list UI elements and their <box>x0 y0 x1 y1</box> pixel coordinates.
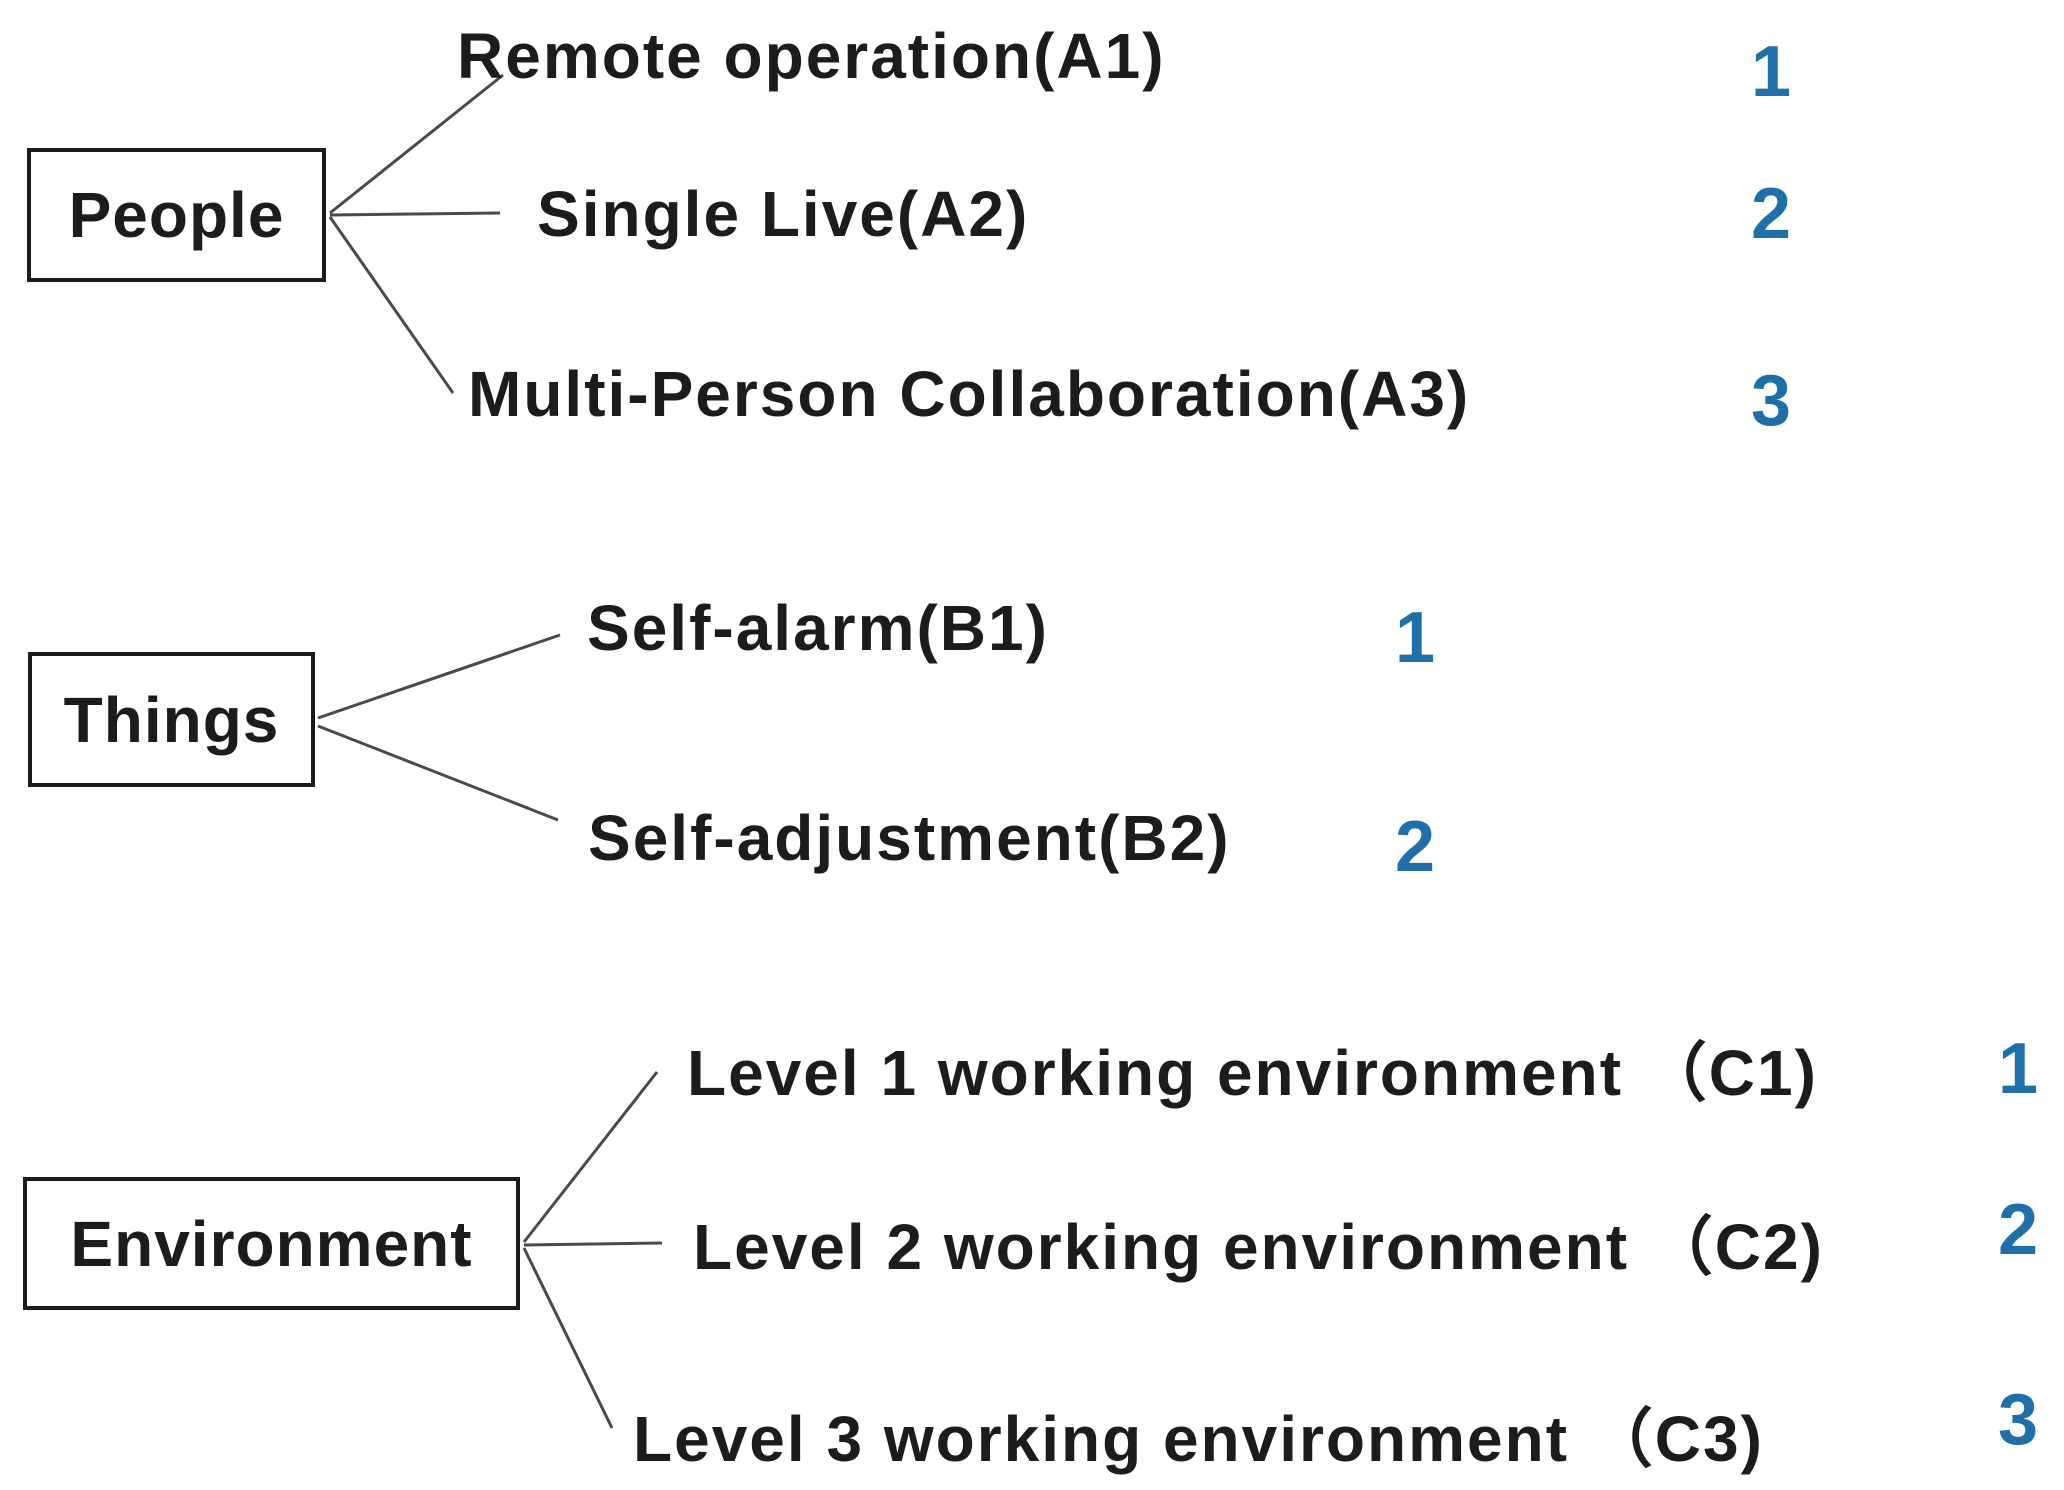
people-box-label: People <box>68 179 285 251</box>
connector-env-c1 <box>522 1071 659 1243</box>
leaf-label-b2: Self-adjustment(B2) <box>588 802 1231 874</box>
leaf-label-c3: Level 3 working environment （C3) <box>633 1403 1764 1475</box>
rank-number-c1: 1 <box>1997 1029 2039 1109</box>
rank-number-b1: 1 <box>1394 598 1436 678</box>
leaf-label-a2: Single Live(A2) <box>537 178 1030 250</box>
rank-number-a1: 1 <box>1750 32 1792 112</box>
rank-number-a3: 3 <box>1750 361 1792 441</box>
things-box: Things <box>28 652 315 787</box>
leaf-label-a1: Remote operation(A1) <box>457 20 1166 92</box>
people-box: People <box>27 148 326 282</box>
leaf-label-b1: Self-alarm(B1) <box>587 592 1049 664</box>
rank-number-a2: 2 <box>1750 174 1792 254</box>
environment-box-label: Environment <box>70 1207 473 1280</box>
rank-number-b2: 2 <box>1394 807 1436 887</box>
leaf-label-c1: Level 1 working environment （C1) <box>687 1037 1818 1109</box>
leaf-label-a3: Multi-Person Collaboration(A3) <box>468 358 1471 430</box>
environment-box: Environment <box>23 1177 520 1310</box>
things-box-label: Things <box>63 683 280 756</box>
connector-people-a1 <box>329 73 504 215</box>
connector-env-c3 <box>522 1247 614 1429</box>
connector-things-b2 <box>317 724 559 822</box>
connector-things-b1 <box>317 633 561 720</box>
leaf-label-c2: Level 2 working environment （C2) <box>693 1211 1824 1283</box>
connector-people-a3 <box>328 216 455 394</box>
connector-env-c2 <box>523 1241 663 1247</box>
connector-people-a2 <box>329 211 501 217</box>
rank-number-c2: 2 <box>1997 1190 2039 1270</box>
rank-number-c3: 3 <box>1997 1380 2039 1460</box>
